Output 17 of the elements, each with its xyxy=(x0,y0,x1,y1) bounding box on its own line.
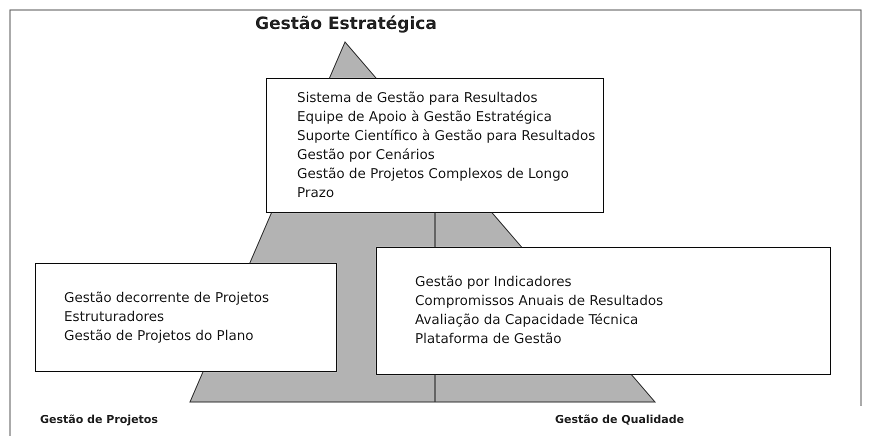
list-item: Gestão de Projetos do Plano xyxy=(64,327,255,346)
list-item: Sistema de Gestão para Resultados xyxy=(297,88,539,108)
list-item: Gestão por Indicadores xyxy=(415,273,573,292)
list-item: Equipe de Apoio à Gestão Estratégica xyxy=(297,108,553,126)
text-box xyxy=(266,78,604,213)
list-item: Gestão por Cenários xyxy=(297,146,436,164)
corner-label: Gestão de Qualidade xyxy=(555,413,684,426)
list-item: Gestão decorrente de Projetos Estruturadores xyxy=(64,289,270,327)
list-item: Avaliação da Capacidade Técnica xyxy=(415,311,640,330)
list-item: Plataforma de Gestão xyxy=(415,330,563,349)
diagram-title: Gestão Estratégica xyxy=(255,14,437,34)
text-box xyxy=(35,263,337,372)
list-item: Suporte Científico à Gestão para Resultados xyxy=(297,126,596,146)
list-item: Gestão de Projetos Complexos de Longo Prazo xyxy=(297,164,570,202)
list-item: Compromissos Anuais de Resultados xyxy=(415,292,664,311)
corner-label: Gestão de Projetos xyxy=(40,413,158,426)
text-box xyxy=(376,247,831,375)
